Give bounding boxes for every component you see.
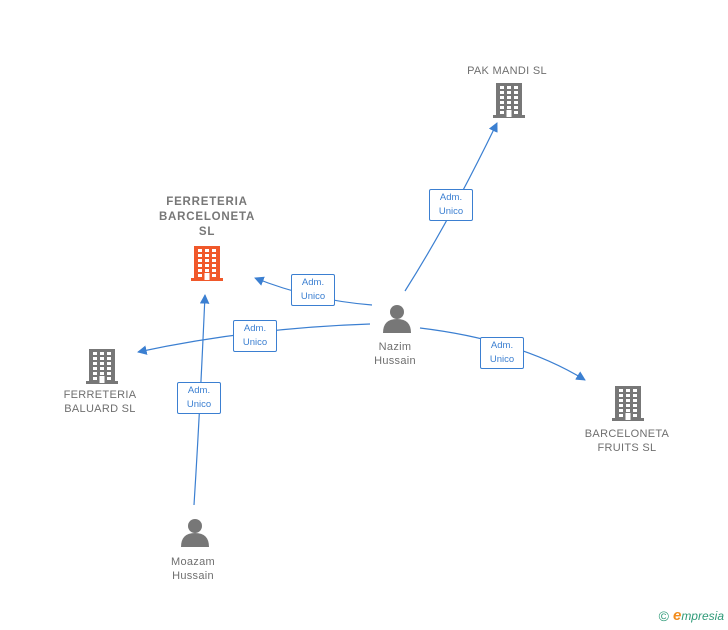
node-label-nazim-hussain[interactable]: Nazim Hussain [374,341,416,367]
edge-label: Adm. Unico [177,382,221,414]
edge-label: Adm. Unico [480,337,524,369]
building-icon[interactable] [191,246,223,281]
edge-label: Adm. Unico [429,189,473,221]
edge-label: Adm. Unico [233,320,277,352]
node-label-ferreteria-barceloneta[interactable]: FERRETERIA BARCELONETA SL [158,196,256,238]
edge-label: Adm. Unico [291,274,335,306]
node-label-pak-mandi[interactable]: PAK MANDI SL [467,65,547,77]
person-icon[interactable] [383,305,411,333]
building-icon[interactable] [493,83,525,118]
copyright-symbol: © [658,607,669,624]
brand-logo: empresia [672,607,724,624]
building-icon[interactable] [612,386,644,421]
node-label-moazam-hussain[interactable]: Moazam Hussain [171,556,215,582]
person-icon[interactable] [181,519,209,547]
node-label-ferreteria-baluard[interactable]: FERRETERIA BALUARD SL [63,389,137,415]
building-icon[interactable] [86,349,118,384]
node-label-barceloneta-fruits[interactable]: BARCELONETA FRUITS SL [584,428,670,454]
footer-brand: © empresia [659,607,724,624]
